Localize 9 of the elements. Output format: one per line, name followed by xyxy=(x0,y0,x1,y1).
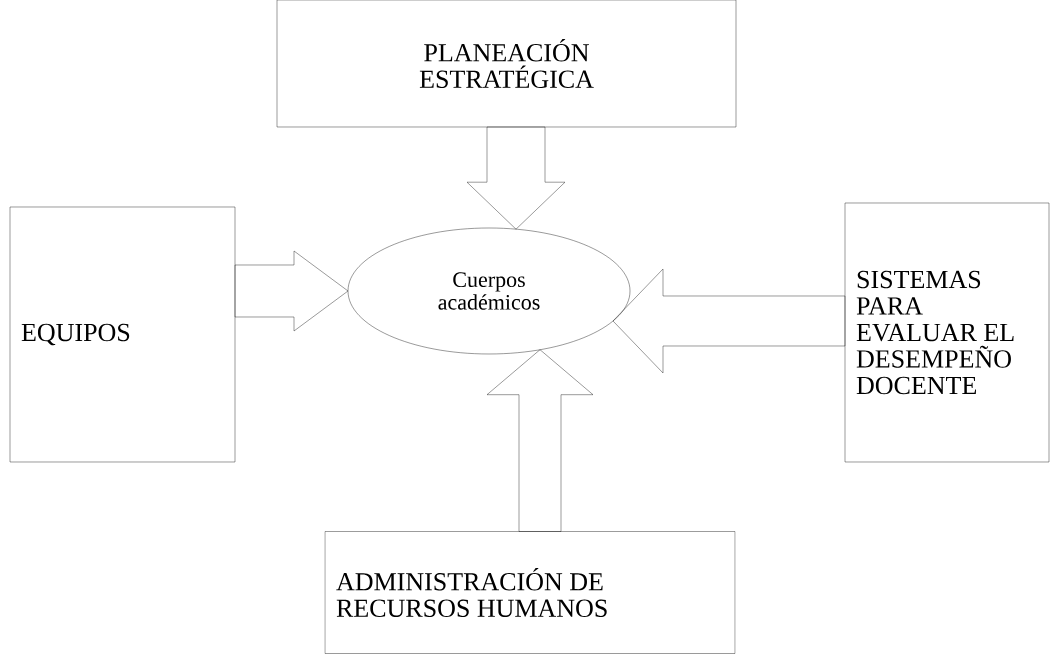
block-arrow xyxy=(234,250,349,332)
block-arrow xyxy=(486,349,594,532)
text-box: SISTEMAS PARA EVALUAR EL DESEMPEÑO DOCENTE xyxy=(844,202,1050,463)
block-arrow xyxy=(612,268,846,374)
text-box: PLANEACIÓN ESTRATÉGICA xyxy=(276,0,737,128)
text-box: EQUIPOS xyxy=(9,206,236,463)
text-box: ADMINISTRACIÓN DE RECURSOS HUMANOS xyxy=(324,531,736,654)
ellipse-node: Cuerpos académicos xyxy=(347,227,631,355)
block-arrow xyxy=(466,126,566,230)
